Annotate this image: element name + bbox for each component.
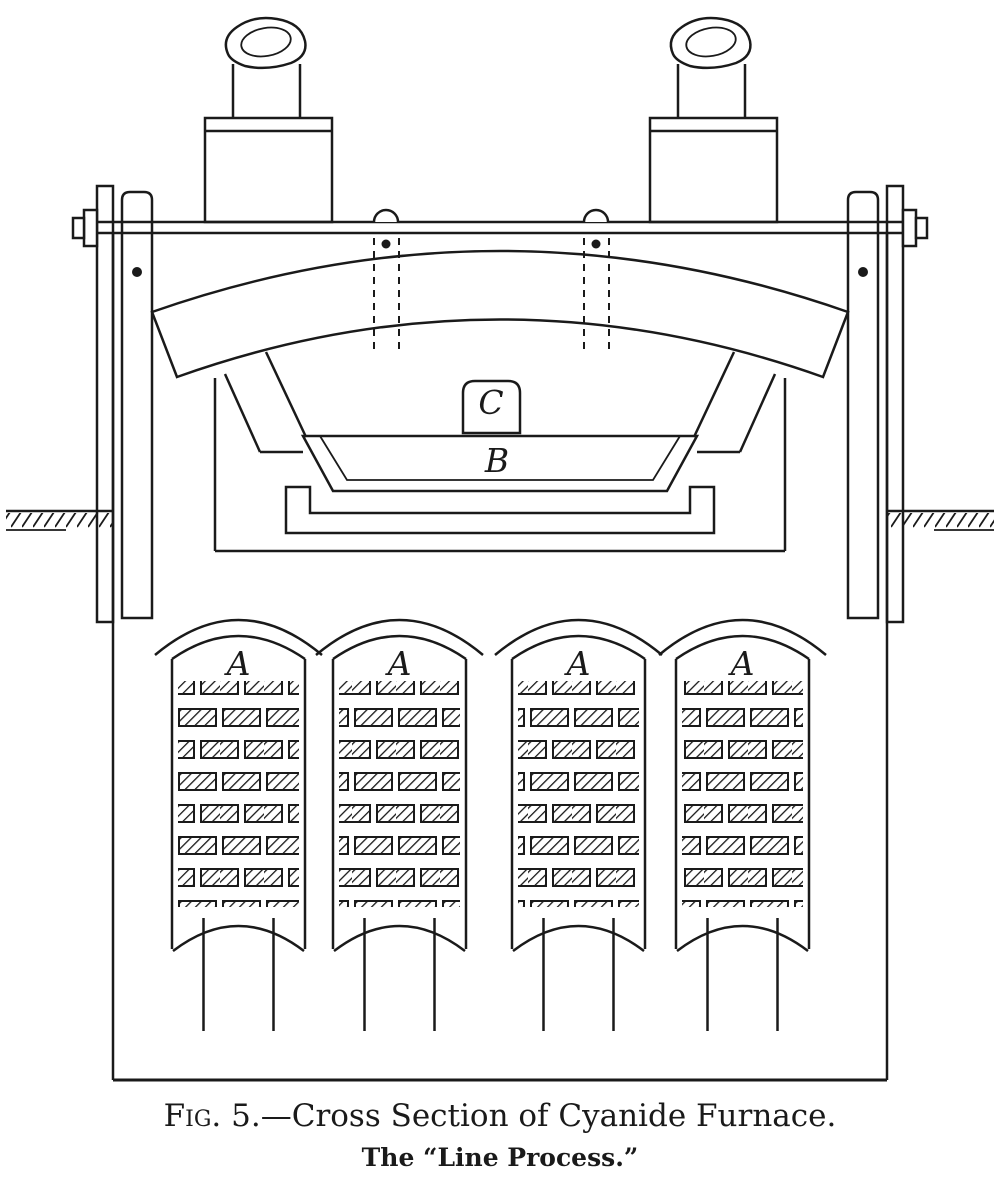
label-chamber-1: A [224, 644, 251, 683]
muffle-chamber: C B [213, 351, 787, 553]
label-flue-block-c: C [478, 383, 503, 422]
chamber-3-bricks [518, 681, 639, 907]
chamber-1-bricks [178, 681, 299, 907]
left-anchor-bolt-dot [132, 267, 142, 277]
chamber-1: A [154, 618, 323, 1031]
chamber-4: A [658, 618, 827, 1031]
chamber-2: A [315, 618, 484, 1031]
label-chamber-4: A [728, 644, 755, 683]
pan-b-inner-line [319, 435, 681, 481]
chamber-1-bottom-arch [172, 924, 305, 952]
tie-rod-nut-right [901, 208, 918, 248]
flue-block-c-outline [461, 379, 522, 435]
tie-rod [71, 208, 929, 249]
furnace-arch [150, 238, 850, 379]
right-anchor-bolt-dot [858, 267, 868, 277]
tie-rod-nut-left [82, 208, 99, 248]
tie-rod-bolt-left [71, 216, 86, 240]
fire-tray-outline [284, 485, 716, 535]
chamber-4-bricks [682, 681, 803, 907]
figure-caption-rest: —Cross Section of Cyanide Furnace. [261, 1098, 837, 1134]
pan-b-outline [300, 434, 700, 493]
tie-rod-bolt-right [914, 216, 929, 240]
hanger-bolt-right [582, 208, 610, 223]
chamber-2-bottom-arch [333, 924, 466, 952]
label-chamber-3: A [564, 644, 591, 683]
label-pan-b: B [484, 441, 509, 480]
ground-line-left [6, 509, 113, 531]
figure-caption-prefix: Fig. 5. [164, 1098, 261, 1134]
figure-subcaption: The “Line Process.” [362, 1143, 639, 1172]
ground-line-right [887, 509, 994, 531]
furnace-shell [95, 184, 905, 1082]
chamber-3: A [494, 618, 663, 1031]
chamber-4-bottom-arch [676, 924, 809, 952]
chamber-3-bottom-arch [512, 924, 645, 952]
chamber-2-bricks [339, 681, 460, 907]
figure-caption: Fig. 5.—Cross Section of Cyanide Furnace… [164, 1098, 837, 1134]
hanger-bolt-left [372, 208, 400, 223]
label-chamber-2: A [385, 644, 412, 683]
